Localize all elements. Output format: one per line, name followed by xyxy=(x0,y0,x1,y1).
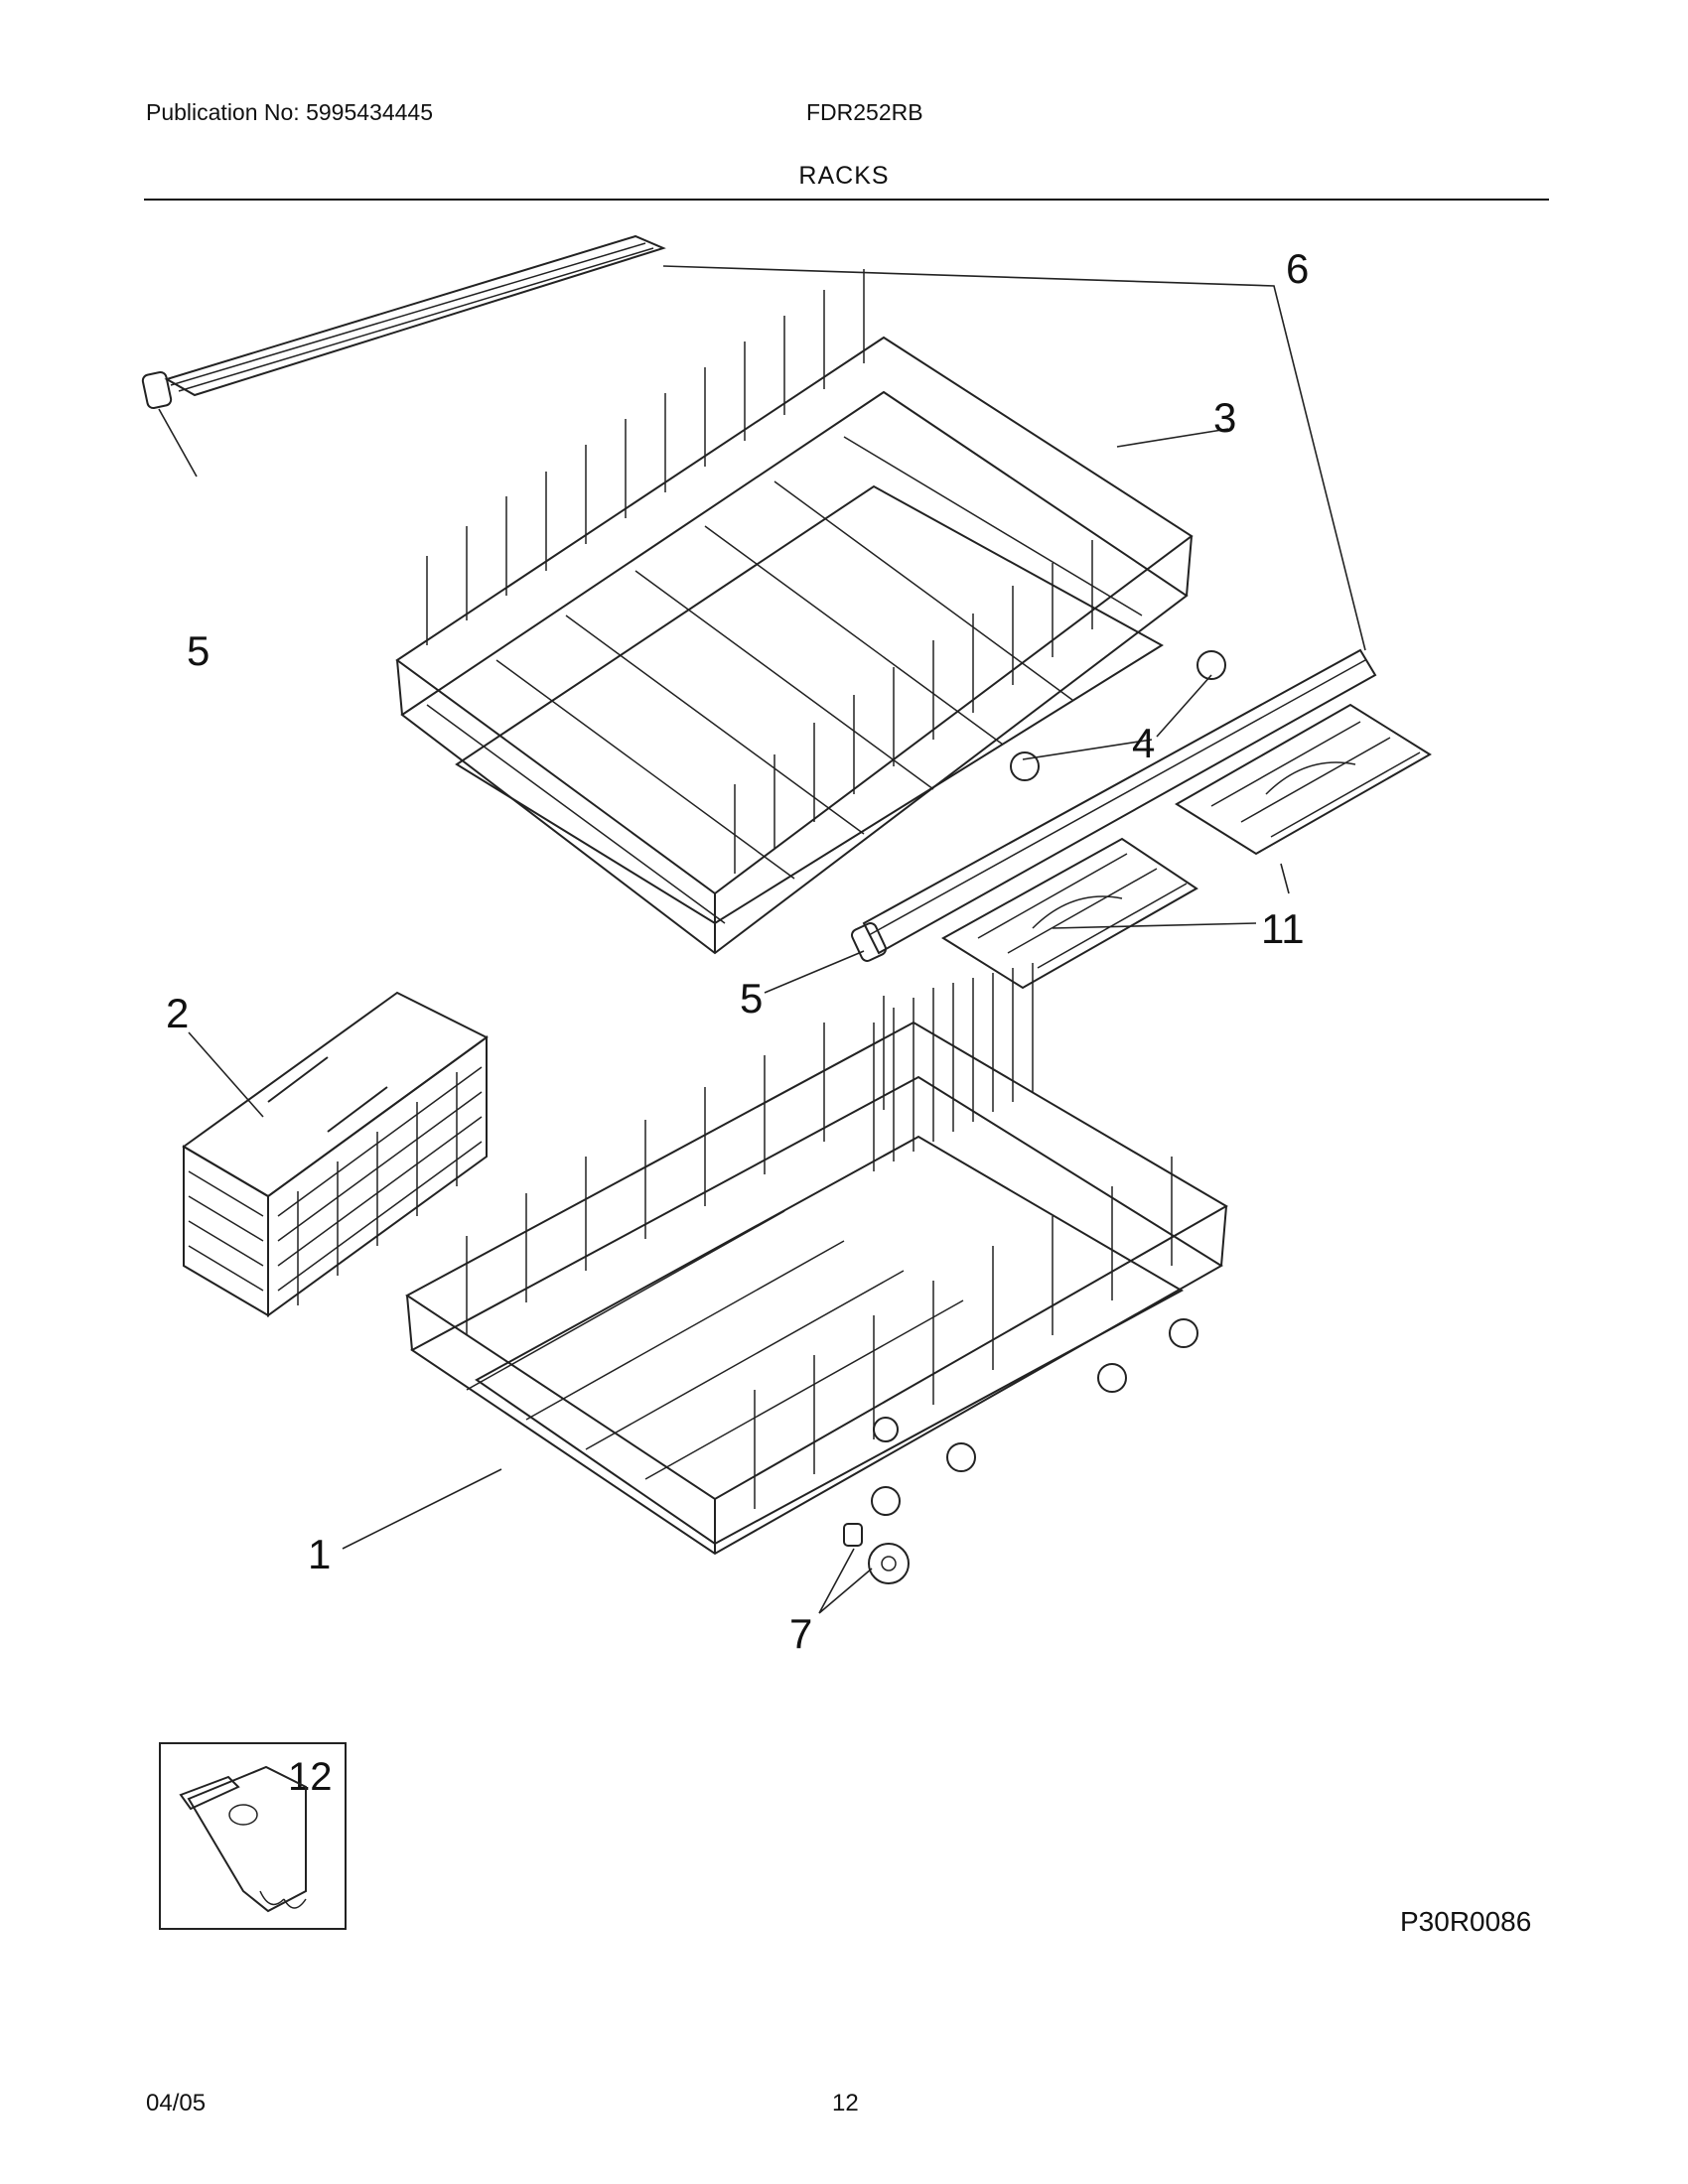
section-title: RACKS xyxy=(798,162,890,190)
callout-7: 7 xyxy=(789,1610,813,1657)
publication-date: 04/05 xyxy=(146,2090,207,2116)
rail-end-cap-left xyxy=(141,370,173,410)
rack-wheel xyxy=(946,1442,976,1472)
callout-5-left: 5 xyxy=(187,627,211,674)
fold-down-tine-right xyxy=(1175,703,1432,856)
fold-down-tine-left xyxy=(941,837,1198,990)
rail-right-part xyxy=(851,648,1377,962)
diagram-code: P30R0086 xyxy=(1400,1906,1532,1937)
lower-rack xyxy=(405,963,1228,1556)
callout-1: 1 xyxy=(308,1531,332,1577)
publication-number: Publication No: 5995434445 xyxy=(146,99,434,125)
rack-wheel xyxy=(1196,650,1226,680)
rail-end-cap-mid xyxy=(851,922,887,962)
rack-wheel xyxy=(871,1486,901,1516)
page-number: 12 xyxy=(832,2090,859,2116)
callout-4: 4 xyxy=(1132,720,1156,766)
callout-leader-lines xyxy=(158,265,1366,1614)
callout-11: 11 xyxy=(1261,905,1305,952)
rack-wheel xyxy=(1169,1318,1198,1348)
silverware-basket xyxy=(182,991,489,1317)
rack-wheel-and-clip xyxy=(843,1523,910,1584)
rail-left-part xyxy=(141,234,666,410)
rack-wheel xyxy=(1097,1363,1127,1393)
upper-rack xyxy=(395,269,1226,955)
header-rule xyxy=(144,199,1549,201)
callout-12: 12 xyxy=(288,1755,333,1799)
rack-wheel xyxy=(873,1417,899,1442)
callout-3: 3 xyxy=(1213,394,1237,441)
callout-6: 6 xyxy=(1286,245,1310,292)
model-number: FDR252RB xyxy=(806,99,923,125)
rack-wheel xyxy=(1010,751,1040,781)
callout-5-mid: 5 xyxy=(740,975,764,1022)
callout-2: 2 xyxy=(166,990,190,1036)
